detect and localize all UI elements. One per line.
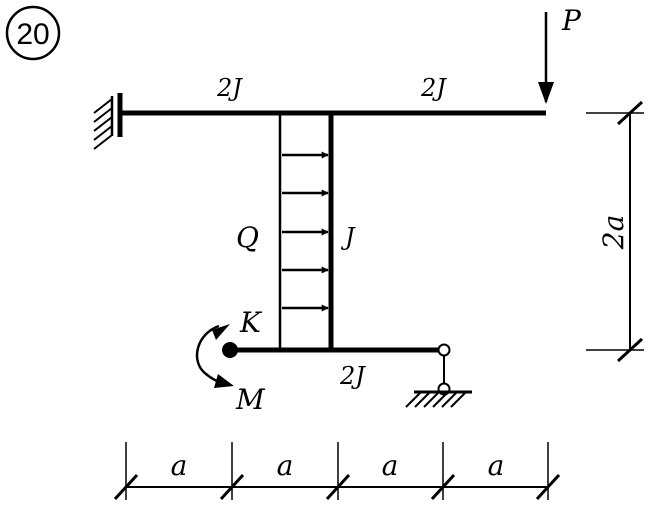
support-ground-hatching [405,392,466,408]
force-p-arrowhead [538,82,554,104]
force-p: P [538,4,582,104]
dim-extension-lines [125,442,549,500]
point-k-label: K [239,306,263,339]
dim-tick [616,337,644,363]
dim-ticks-horizontal [113,473,561,501]
pinned-support [405,343,472,408]
stiffness-label-top-left: 2J [216,74,243,102]
force-p-label: P [561,4,582,37]
fixed-support [93,93,123,150]
support-hinge-top [437,343,451,357]
distributed-load-label: Q [236,221,259,254]
distributed-load [278,113,329,350]
vertical-dimension: 2a [586,100,644,363]
moment-m: M [195,324,266,416]
vertical-dimension-label: 2a [597,215,630,251]
stiffness-label-vertical: J [340,223,356,251]
badge-circle [5,5,61,61]
stiffness-label-bottom: 2J [339,362,366,390]
moment-m-tail [212,324,230,340]
moment-m-label: M [235,383,266,416]
stiffness-label-top-right: 2J [420,74,447,102]
point-k-node [222,342,238,358]
moment-m-arrowhead [214,374,234,388]
dim-label-segment-1: a [171,449,188,482]
horizontal-dimension: a a a a [113,442,561,501]
dim-label-segment-4: a [488,449,505,482]
dim-tick [616,100,644,126]
dim-label-segment-2: a [277,449,294,482]
fixed-support-hatching [93,98,113,150]
distributed-load-arrows [282,151,329,312]
dim-label-segment-3: a [382,449,399,482]
problem-number: 20 [16,18,49,51]
problem-number-badge: 20 [5,5,61,61]
